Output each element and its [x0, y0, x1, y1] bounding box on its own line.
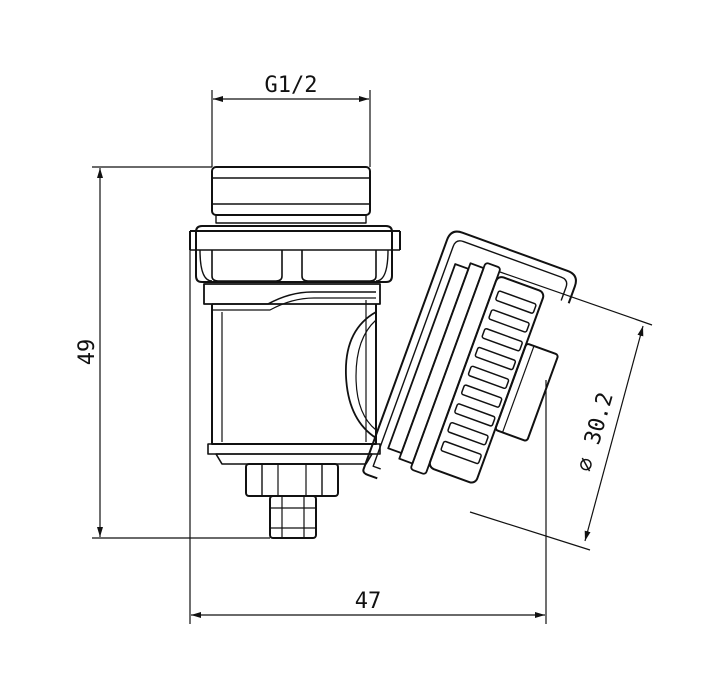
dimension-thread — [211, 90, 371, 167]
height-label: 49 — [75, 339, 100, 366]
side-outlet — [345, 311, 377, 439]
main-cylinder — [211, 304, 377, 445]
top-threaded-nut — [211, 166, 371, 216]
extension-line — [499, 271, 653, 326]
valve-body — [189, 166, 401, 539]
head-shroud — [362, 230, 577, 480]
dimension-diameter — [469, 271, 653, 551]
width-label: 47 — [355, 589, 382, 614]
drain-nut — [245, 463, 339, 497]
diameter-symbol: ⌀ — [572, 455, 600, 475]
dimension-width — [189, 250, 547, 624]
dimension-line-diameter — [584, 325, 644, 542]
extension-line — [469, 511, 591, 551]
hex-collar — [195, 225, 393, 283]
thread-label: G1/2 — [265, 73, 318, 98]
drain-plug — [269, 495, 317, 539]
dimension-height — [92, 166, 270, 539]
side-head-assembly — [362, 230, 577, 484]
head-fins — [440, 290, 537, 465]
head-cap — [494, 343, 559, 442]
